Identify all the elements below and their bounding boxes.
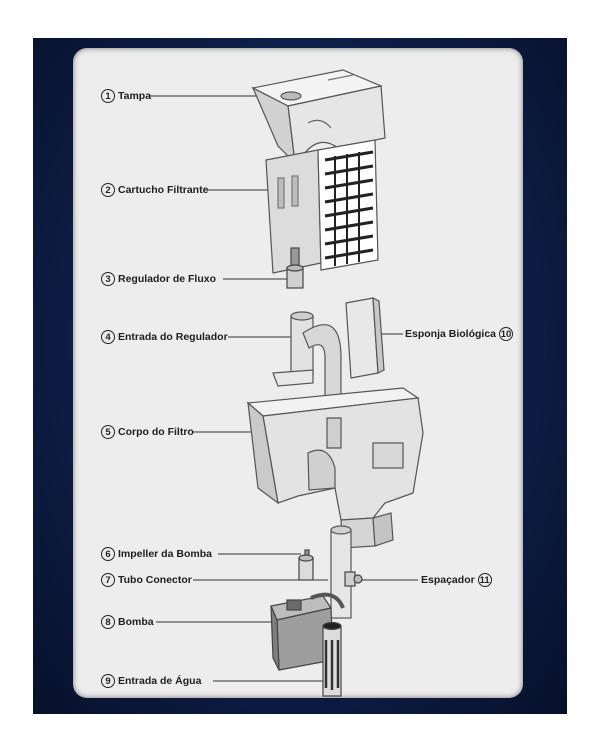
label-number-8: 8 xyxy=(101,615,115,629)
label-3: 3 Regulador de Fluxo xyxy=(101,272,216,286)
label-number-3: 3 xyxy=(101,272,115,286)
label-11: Espaçador 11 xyxy=(421,573,492,587)
flow-regulator-part xyxy=(286,247,304,289)
label-text-6: Impeller da Bomba xyxy=(118,548,212,560)
filter-cartridge-part xyxy=(265,139,379,274)
label-number-10: 10 xyxy=(499,327,514,341)
label-text-7: Tubo Conector xyxy=(118,574,192,586)
filter-body-part xyxy=(246,387,424,549)
water-inlet-part xyxy=(322,621,342,697)
lid-part xyxy=(251,69,386,165)
label-number-11: 11 xyxy=(477,573,492,587)
label-number-6: 6 xyxy=(101,547,115,561)
label-number-7: 7 xyxy=(101,573,115,587)
label-4: 4 Entrada do Regulador xyxy=(101,330,228,344)
label-number-1: 1 xyxy=(101,89,115,103)
label-text-2: Cartucho Filtrante xyxy=(118,184,209,196)
label-number-4: 4 xyxy=(101,330,115,344)
bio-sponge-part xyxy=(345,296,385,379)
label-6: 6 Impeller da Bomba xyxy=(101,547,212,561)
label-text-8: Bomba xyxy=(118,616,154,628)
label-text-5: Corpo do Filtro xyxy=(118,426,194,438)
label-8: 8 Bomba xyxy=(101,615,154,629)
manual-photo: 1 Tampa 2 Cartucho Filtrante 3 Regulador… xyxy=(33,38,567,714)
pump-impeller-part xyxy=(298,549,314,581)
label-text-10: Esponja Biológica xyxy=(405,328,497,340)
label-text-1: Tampa xyxy=(118,90,152,102)
label-text-4: Entrada do Regulador xyxy=(118,331,228,343)
label-10: Esponja Biológica 10 xyxy=(405,327,514,341)
spacer-part xyxy=(344,571,363,587)
label-number-9: 9 xyxy=(101,674,115,688)
label-number-2: 2 xyxy=(101,183,115,197)
label-text-11: Espaçador xyxy=(421,574,475,586)
label-text-3: Regulador de Fluxo xyxy=(118,273,217,285)
label-5: 5 Corpo do Filtro xyxy=(101,425,194,439)
filter-exploded-diagram xyxy=(149,69,424,697)
label-7: 7 Tubo Conector xyxy=(101,573,192,587)
instruction-card: 1 Tampa 2 Cartucho Filtrante 3 Regulador… xyxy=(73,48,523,698)
label-1: 1 Tampa xyxy=(101,89,151,103)
label-9: 9 Entrada de Água xyxy=(101,674,201,688)
label-number-5: 5 xyxy=(101,425,115,439)
label-2: 2 Cartucho Filtrante xyxy=(101,183,208,197)
label-text-9: Entrada de Água xyxy=(118,675,202,687)
